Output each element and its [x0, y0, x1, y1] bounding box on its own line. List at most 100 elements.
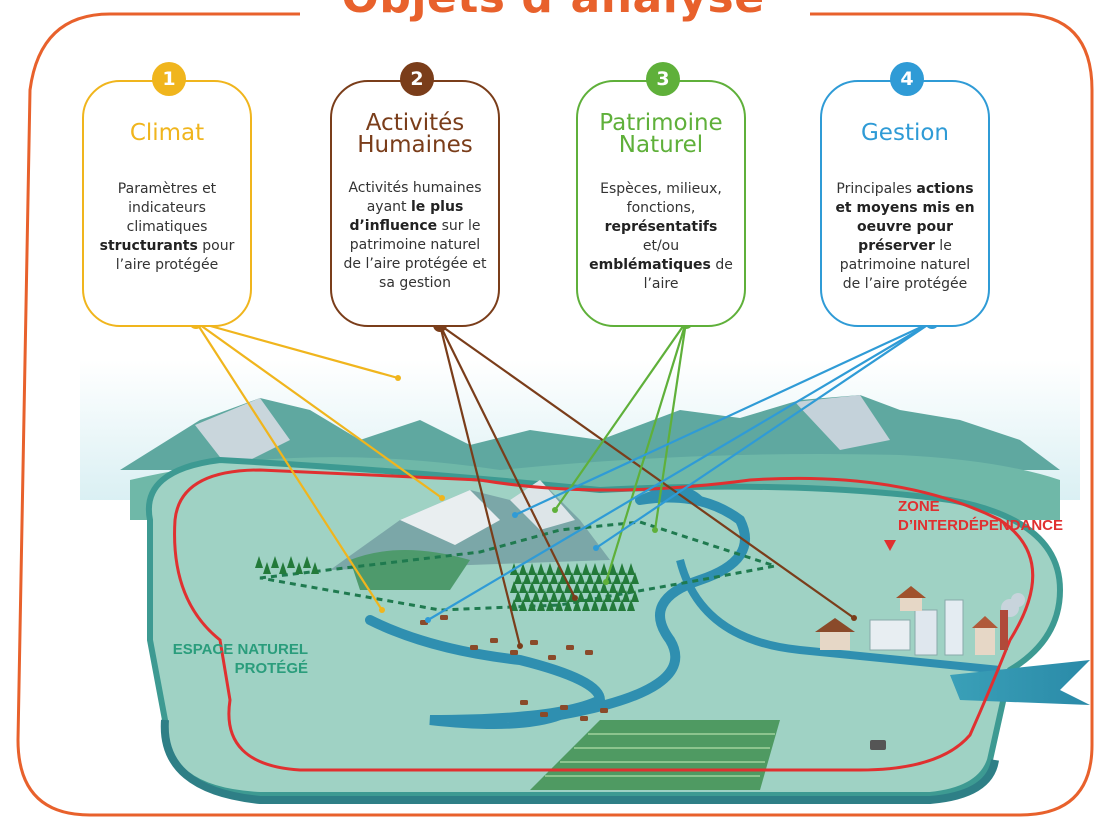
connector-climat	[195, 320, 399, 380]
protected-area-boundary	[259, 520, 776, 612]
tree	[523, 572, 531, 584]
river	[365, 492, 750, 729]
desc-text: Espèces, milieux, fonctions,	[600, 181, 722, 216]
tree	[600, 599, 608, 611]
tree	[591, 563, 599, 575]
diagram-title: Objets d’analyse	[0, 0, 1106, 23]
tree	[564, 599, 572, 611]
tree	[311, 562, 319, 574]
tree	[631, 572, 639, 584]
card-title: Gestion	[860, 120, 949, 146]
cow	[440, 615, 448, 620]
cow	[560, 705, 568, 710]
espace-label: ESPACE NATUREL PROTÉGÉ	[172, 641, 308, 677]
connector-climat	[195, 321, 383, 611]
connector-end-patrimoine	[552, 507, 558, 513]
card-title: Patrimoine Naturel	[599, 110, 723, 158]
connector-activites	[439, 324, 855, 619]
cow	[510, 650, 518, 655]
tree	[582, 563, 590, 575]
tree	[577, 590, 585, 602]
tree	[532, 590, 540, 602]
emphasis-text: le plus d’influence	[349, 199, 464, 234]
emphasis-text: représentatifs	[604, 219, 718, 235]
card-description: Activités humaines ayant le plus d’influ…	[340, 179, 490, 293]
connector-end-activites	[517, 643, 523, 649]
connector-end-climat	[395, 375, 401, 381]
tree	[618, 599, 626, 611]
cow	[520, 700, 528, 705]
tree	[287, 556, 295, 568]
tree	[519, 581, 527, 593]
village	[815, 586, 1025, 656]
outer-frame	[16, 12, 1094, 817]
connector-end-patrimoine	[603, 579, 609, 585]
tree	[263, 562, 271, 574]
connector-climat	[195, 321, 443, 499]
tree	[255, 556, 263, 568]
tree	[604, 590, 612, 602]
cow	[580, 716, 588, 721]
tree	[573, 563, 581, 575]
tree	[550, 590, 558, 602]
connector-gestion	[595, 321, 933, 549]
tree	[523, 590, 531, 602]
tree	[528, 599, 536, 611]
tree	[595, 590, 603, 602]
tree	[609, 563, 617, 575]
connector-activites	[438, 324, 522, 647]
cow	[540, 712, 548, 717]
tree	[582, 599, 590, 611]
tree	[564, 563, 572, 575]
tree	[613, 572, 621, 584]
tree	[555, 599, 563, 611]
tree	[541, 572, 549, 584]
tree	[559, 572, 567, 584]
tree	[591, 599, 599, 611]
tree	[546, 599, 554, 611]
emphasis-text: structurants	[99, 238, 198, 254]
tractor	[870, 740, 886, 750]
desc-text: Paramètres et indicateurs climatiques	[117, 181, 217, 235]
tree	[510, 581, 518, 593]
tree	[550, 572, 558, 584]
forest	[255, 556, 639, 611]
tree	[618, 581, 626, 593]
tree	[519, 563, 527, 575]
tree	[555, 581, 563, 593]
connector-activites	[439, 324, 576, 599]
gear-badge-icon: 4	[890, 62, 924, 96]
hand-badge-icon: 2	[400, 62, 434, 96]
zone-label: ZONE D’INTERDÉPENDANCE	[898, 498, 1064, 534]
tree	[279, 562, 287, 574]
tree	[627, 563, 635, 575]
tree	[573, 599, 581, 611]
cow	[490, 638, 498, 643]
tree	[609, 599, 617, 611]
tree	[627, 581, 635, 593]
desc-text: Activités humaines ayant	[348, 180, 482, 215]
tree	[546, 581, 554, 593]
connector-gestion	[427, 321, 933, 621]
tree	[514, 572, 522, 584]
card-title: Climat	[129, 120, 205, 146]
tree	[537, 599, 545, 611]
desc-text: et/ou	[642, 238, 680, 254]
connector-patrimoine	[653, 321, 688, 531]
cattle	[420, 615, 608, 721]
cow	[530, 640, 538, 645]
tree	[559, 590, 567, 602]
tree	[295, 562, 303, 574]
tree	[573, 581, 581, 593]
connector-gestion	[514, 321, 933, 516]
cow	[566, 645, 574, 650]
zone-marker-icon	[884, 540, 896, 551]
tree	[577, 572, 585, 584]
desc-text: le patrimoine naturel de l’aire protégée	[839, 238, 971, 292]
tree	[622, 590, 630, 602]
tree	[532, 572, 540, 584]
tree	[613, 590, 621, 602]
